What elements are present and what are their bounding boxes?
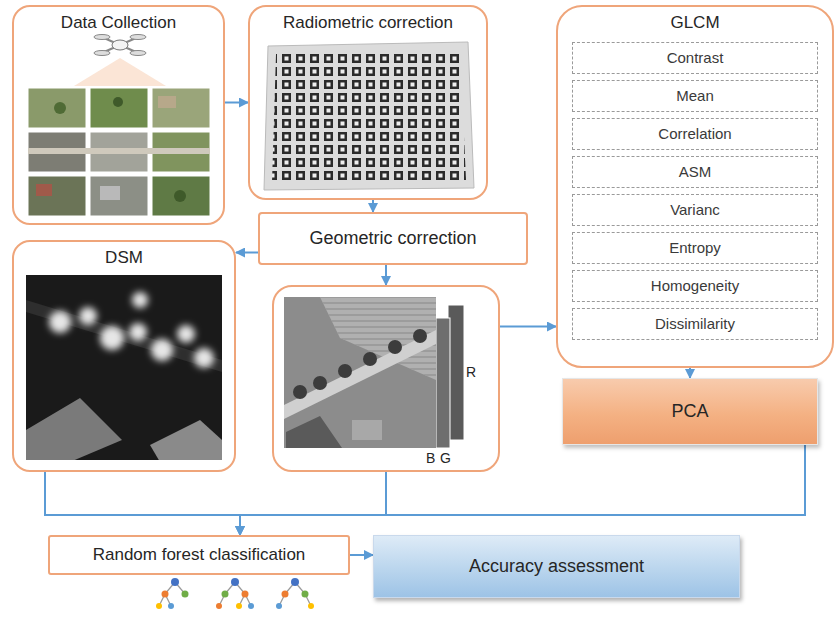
band-stack-panel: BG R [272, 285, 500, 472]
aerial-tiles [28, 88, 210, 216]
node-label: Radiometric correction [283, 13, 453, 33]
feature-item: Mean [572, 80, 818, 112]
flow-arrow [240, 445, 805, 535]
process-box: Accuracy assessment [373, 535, 740, 598]
process-box: Geometric correction [258, 212, 528, 265]
flow-arrow [372, 200, 374, 212]
process-panel: Data Collection [12, 5, 225, 225]
view-cone [74, 58, 166, 86]
flow-arrow [500, 326, 556, 328]
node-label: GLCM [670, 13, 719, 33]
node-label: Random forest classification [93, 545, 306, 565]
drone-icon [94, 35, 146, 56]
flow-arrow [45, 472, 240, 535]
node-label: Data Collection [61, 13, 176, 33]
band-label: R [466, 364, 476, 381]
flow-arrow [689, 368, 691, 378]
feature-item: ASM [572, 156, 818, 188]
band-label: B [426, 450, 435, 467]
flow-arrow [225, 102, 248, 104]
process-box: PCA [562, 378, 818, 445]
calibration-board [264, 42, 474, 190]
flow-arrow [236, 252, 258, 254]
feature-label: Entropy [669, 239, 721, 257]
node-label: Geometric correction [309, 228, 476, 250]
feature-item: Dissimilarity [572, 308, 818, 340]
flow-arrow [240, 472, 386, 535]
feature-label: ASM [679, 163, 712, 181]
feature-label: Correlation [658, 125, 731, 143]
process-panel: DSM [12, 240, 236, 472]
feature-label: Mean [676, 87, 714, 105]
node-label: Accuracy assessment [469, 556, 644, 578]
feature-label: Varianc [670, 201, 720, 219]
feature-group: GLCM ContrastMeanCorrelationASM VariancEnt… [556, 5, 834, 368]
process-box: Random forest classification [48, 535, 350, 575]
feature-label: Contrast [667, 49, 724, 67]
feature-item: Contrast [572, 42, 818, 74]
tree-icons [156, 578, 314, 609]
process-panel: Radiometric correction [248, 5, 488, 200]
node-label: DSM [105, 248, 143, 268]
feature-label: Dissimilarity [655, 315, 735, 333]
feature-item: Entropy [572, 232, 818, 264]
node-label: PCA [671, 401, 708, 423]
feature-item: Homogeneity [572, 270, 818, 302]
feature-item: Correlation [572, 118, 818, 150]
aerial-details [28, 96, 210, 202]
flow-arrow [385, 265, 387, 285]
dsm-image [26, 275, 222, 460]
feature-item: Varianc [572, 194, 818, 226]
band-label: G [440, 450, 451, 467]
flow-arrow [350, 554, 373, 556]
feature-label: Homogeneity [651, 277, 739, 295]
band-stack-image [284, 297, 464, 448]
